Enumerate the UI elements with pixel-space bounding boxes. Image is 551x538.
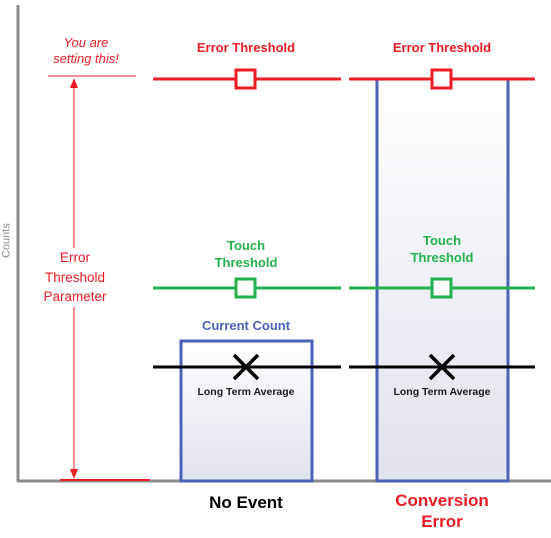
dimension-arrowhead-top: [70, 78, 78, 88]
error-threshold-marker-no-event: [234, 68, 257, 90]
dimension-arrowhead-bottom: [70, 469, 78, 479]
long-term-average-cross-conversion-error: [428, 353, 456, 381]
touch-label-line-1: Touch: [226, 238, 266, 253]
touch-label-line-2: Threshold: [214, 254, 278, 270]
touch-threshold-marker-no-event: [234, 277, 257, 299]
touch-label-line-2: Threshold: [410, 249, 474, 265]
y-axis-label: Counts: [0, 223, 13, 259]
long-term-average-cross-no-event: [232, 353, 260, 381]
touch-threshold-marker-conversion-error: [430, 277, 453, 299]
touch-threshold-label-conversion-error: Touch Threshold: [392, 233, 492, 267]
current-count-label: Current Count: [201, 318, 291, 333]
conversion-error-line-2: Error: [421, 512, 463, 532]
setting-note-line-2: setting this!: [53, 50, 119, 66]
conversion-error-line-1: Conversion: [395, 491, 489, 510]
parameter-label-line-3: Parameter: [43, 289, 107, 305]
error-threshold-marker-conversion-error: [430, 68, 453, 90]
category-label-conversion-error: Conversion Error: [362, 490, 522, 533]
error-threshold-parameter-label: Error Threshold Parameter: [30, 248, 120, 307]
error-threshold-label-no-event: Error Threshold: [196, 40, 296, 55]
long-term-average-label-conversion-error: Long Term Average: [393, 386, 491, 398]
touch-threshold-label-no-event: Touch Threshold: [196, 238, 296, 272]
error-threshold-label-conversion-error: Error Threshold: [392, 40, 492, 55]
category-label-no-event: No Event: [209, 493, 283, 512]
current-count-bar-no-event: [179, 339, 314, 483]
parameter-label-line-1: Error: [60, 250, 90, 265]
setting-note-line-1: You are: [63, 35, 109, 50]
setting-note: You are setting this!: [32, 35, 140, 66]
long-term-average-label-no-event: Long Term Average: [197, 386, 295, 398]
touch-label-line-1: Touch: [422, 233, 462, 248]
parameter-label-line-2: Threshold: [44, 269, 106, 285]
